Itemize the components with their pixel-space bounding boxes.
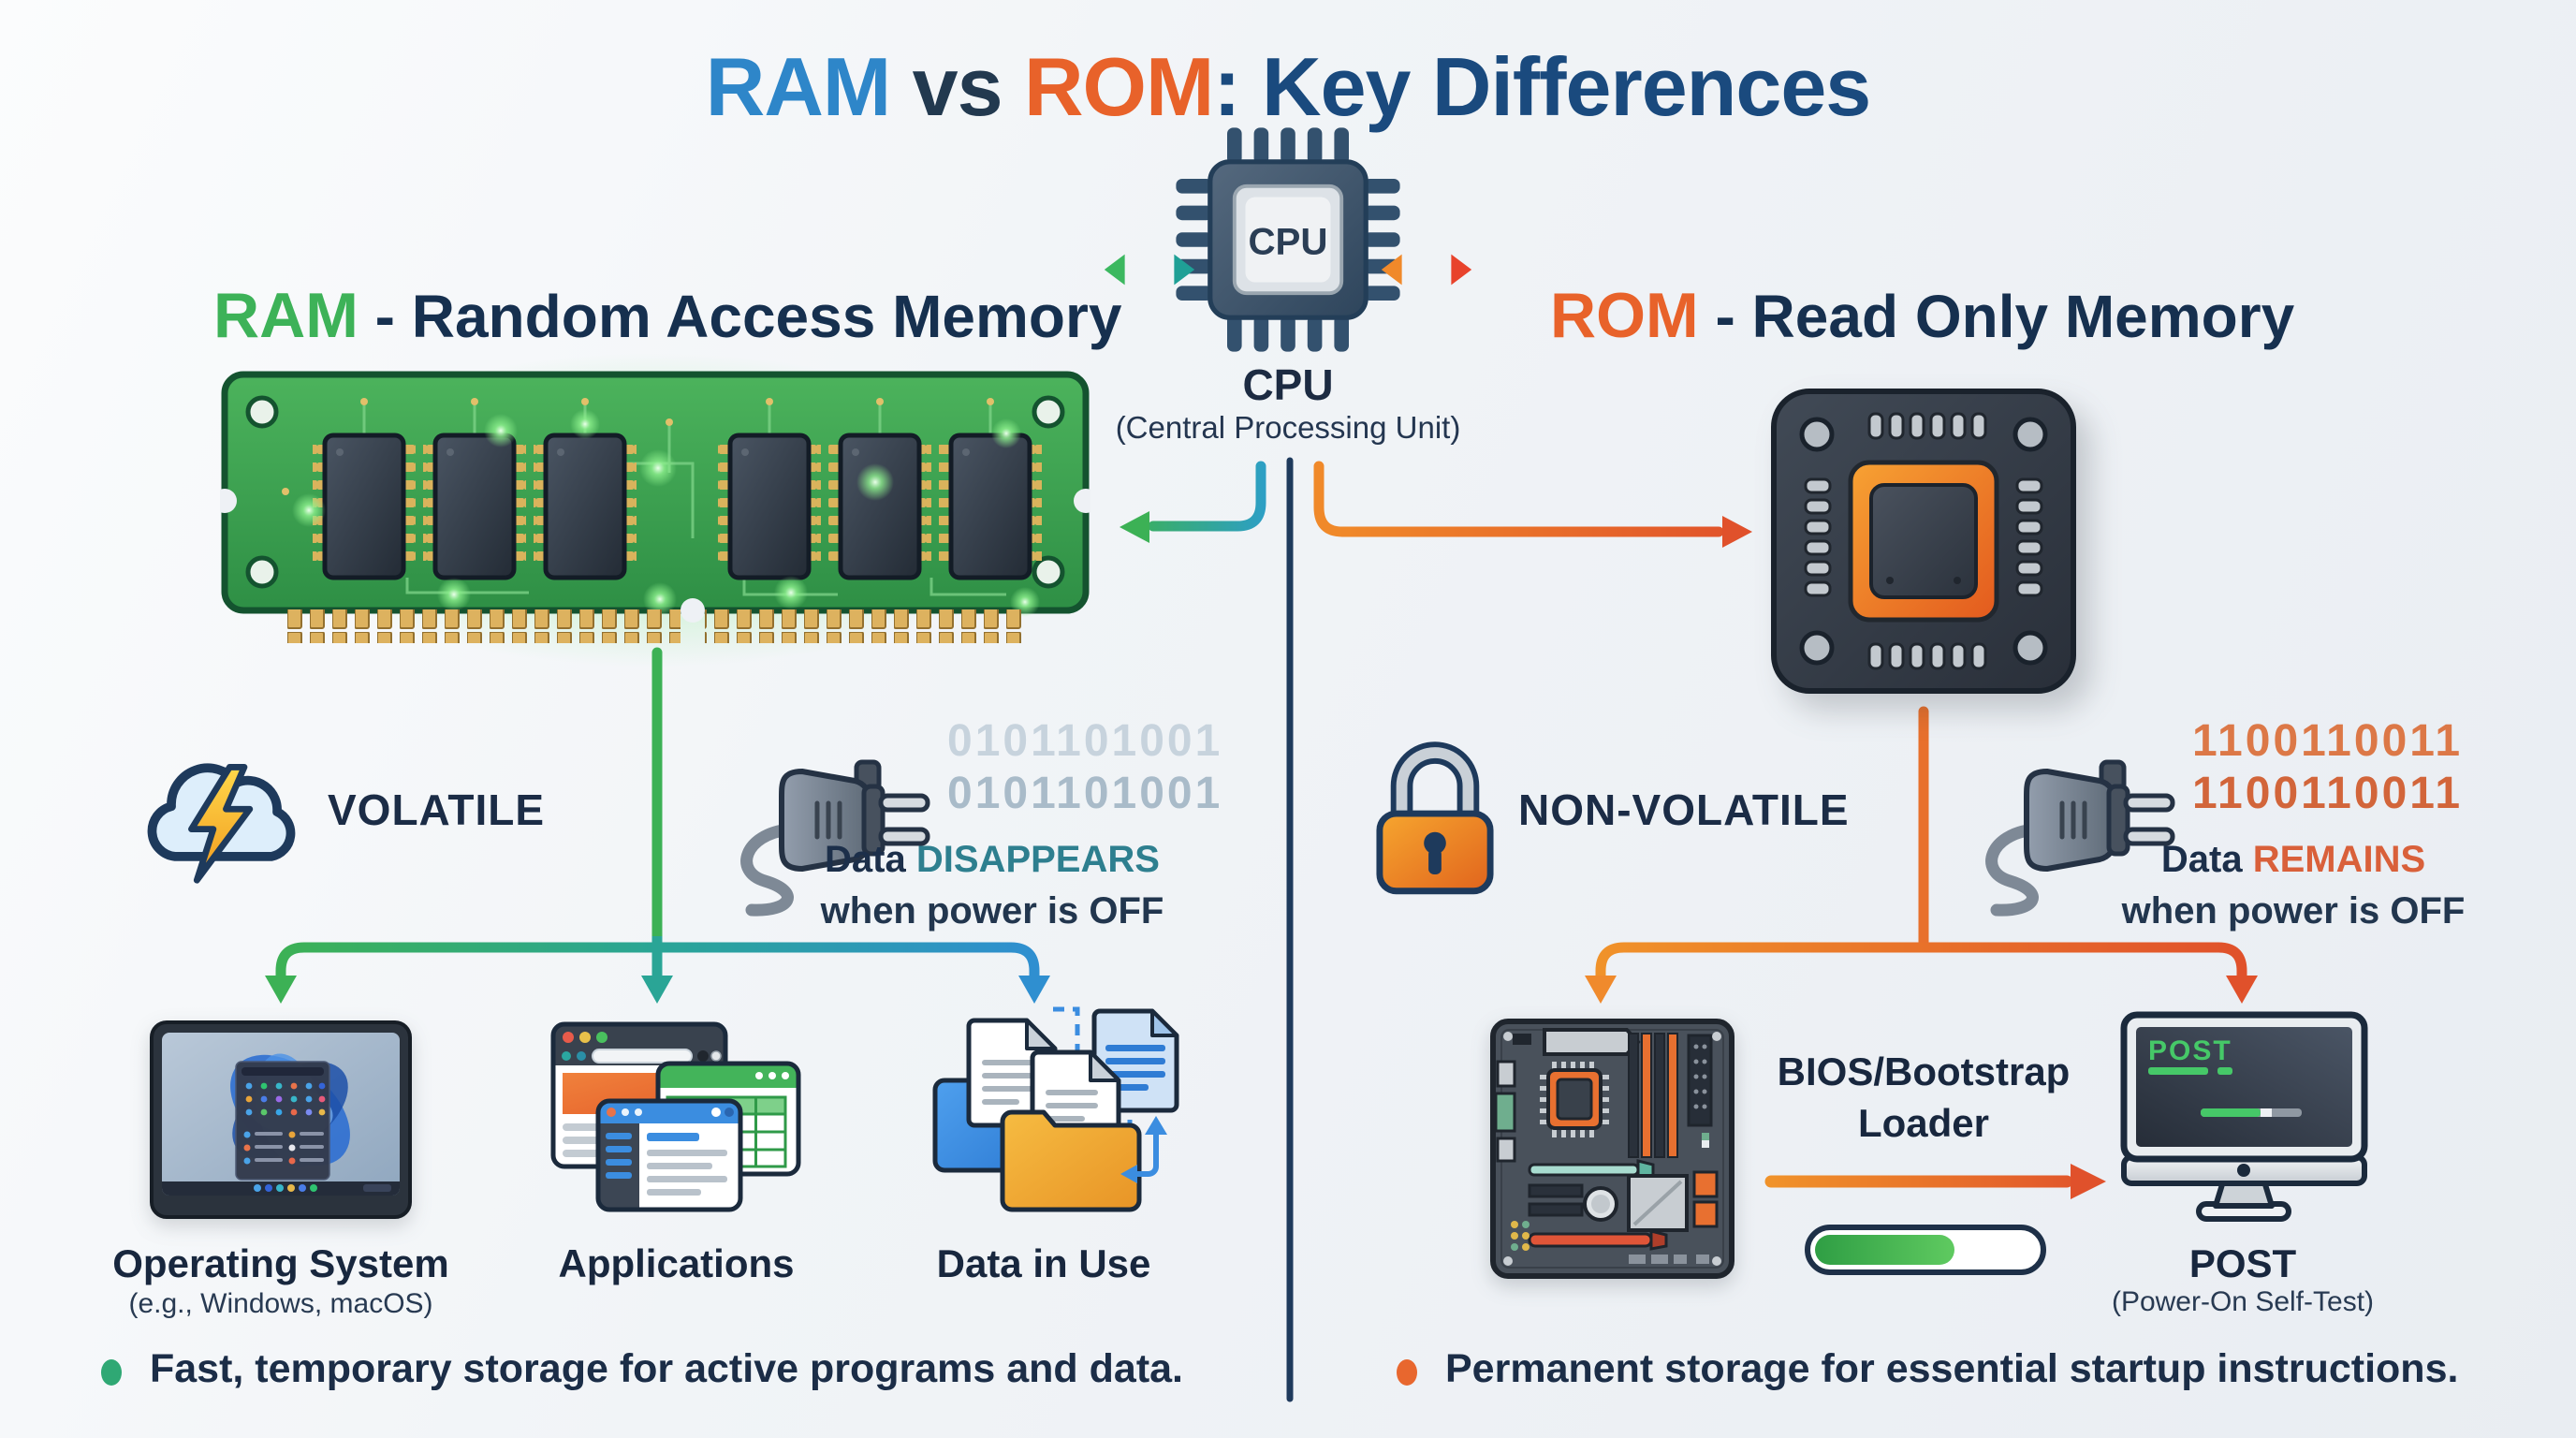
ram-power-note: Data DISAPPEARS when power is OFF: [777, 839, 1208, 932]
post-label: POST: [2188, 1241, 2297, 1285]
bios-label-line2: Loader: [1857, 1100, 1990, 1145]
nonvolatile-label: NON-VOLATILE: [1518, 785, 1850, 834]
ram-bullet-dot: [101, 1359, 122, 1386]
data-in-use-icon: [932, 1006, 1179, 1212]
boot-progress-fill: [1815, 1235, 1954, 1265]
cloud-lightning-icon: [147, 763, 296, 884]
cpu-chip-icon: CPU: [1176, 127, 1400, 352]
cpu-subcaption: (Central Processing Unit): [1115, 410, 1461, 445]
rom-data-word: Data: [2160, 839, 2243, 880]
ram-data-word: Data: [825, 839, 906, 880]
ram-power-line: when power is OFF: [820, 890, 1164, 932]
cpu-caption: CPU: [1242, 360, 1334, 409]
binary-rom-line1: 1100110011: [2192, 716, 2464, 766]
binary-ram-line1: 0101101001: [947, 716, 1223, 766]
rom-acronym: ROM: [1550, 280, 1699, 351]
rom-power-note: Data REMAINS when power is OFF: [2078, 839, 2509, 932]
title-vs: vs: [890, 40, 1024, 133]
operating-system-icon: [150, 1020, 412, 1219]
os-label: Operating System: [112, 1241, 449, 1285]
post-sublabel: (Power-On Self-Test): [2111, 1286, 2375, 1317]
applications-label: Applications: [558, 1241, 795, 1285]
title-rest: : Key Differences: [1213, 40, 1871, 133]
power-plug-icon-ram: [740, 759, 930, 917]
rom-data-emphasis: REMAINS: [2252, 839, 2426, 880]
volatile-label: VOLATILE: [328, 785, 546, 834]
title-ram: RAM: [705, 40, 891, 133]
os-sublabel: (e.g., Windows, macOS): [128, 1288, 433, 1319]
cpu-chip-label: CPU: [1248, 221, 1327, 263]
bios-label-line1: BIOS/Bootstrap: [1777, 1049, 2071, 1093]
motherboard-icon: [1490, 1019, 1734, 1279]
cpu-ram-doublearrow-icon: [1104, 254, 1195, 286]
binary-rom: 1100110011 1100110011: [2192, 715, 2463, 820]
title-rom: ROM: [1023, 40, 1214, 133]
ram-module-icon: [220, 371, 1090, 643]
ram-data-emphasis: DISAPPEARS: [915, 839, 1160, 880]
rom-chip-icon: [1771, 389, 2076, 694]
rom-bullet-dot: [1397, 1359, 1417, 1386]
data-in-use-label: Data in Use: [936, 1241, 1151, 1285]
ram-heading: RAM - Random Access Memory: [213, 279, 1122, 352]
power-plug-icon-rom: [1985, 759, 2175, 917]
rom-heading: ROM - Read Only Memory: [1550, 279, 2294, 352]
post-monitor-icon: POST: [2120, 1011, 2368, 1222]
cpu-rom-doublearrow-icon: [1381, 254, 1472, 286]
rom-bullet-text: Permanent storage for essential startup …: [1445, 1346, 2459, 1391]
binary-ram: 0101101001 0101101001: [947, 715, 1222, 820]
post-screen-label: POST: [2148, 1035, 2232, 1066]
bios-bootstrap-label: BIOS/Bootstrap Loader: [1755, 1047, 2092, 1149]
binary-rom-line2: 1100110011: [2192, 769, 2464, 818]
lock-icon: [1376, 741, 1494, 895]
rom-power-line: when power is OFF: [2121, 890, 2466, 932]
boot-progress-bar: [1805, 1225, 2046, 1275]
ram-bullet-text: Fast, temporary storage for active progr…: [150, 1346, 1183, 1391]
ram-heading-rest: - Random Access Memory: [358, 283, 1122, 350]
page-title: RAM vs ROM: Key Differences: [0, 39, 2576, 135]
rom-heading-rest: - Read Only Memory: [1698, 283, 2295, 350]
applications-icon: [550, 1021, 801, 1212]
binary-ram-line2: 0101101001: [947, 769, 1223, 818]
ram-acronym: RAM: [213, 280, 359, 351]
